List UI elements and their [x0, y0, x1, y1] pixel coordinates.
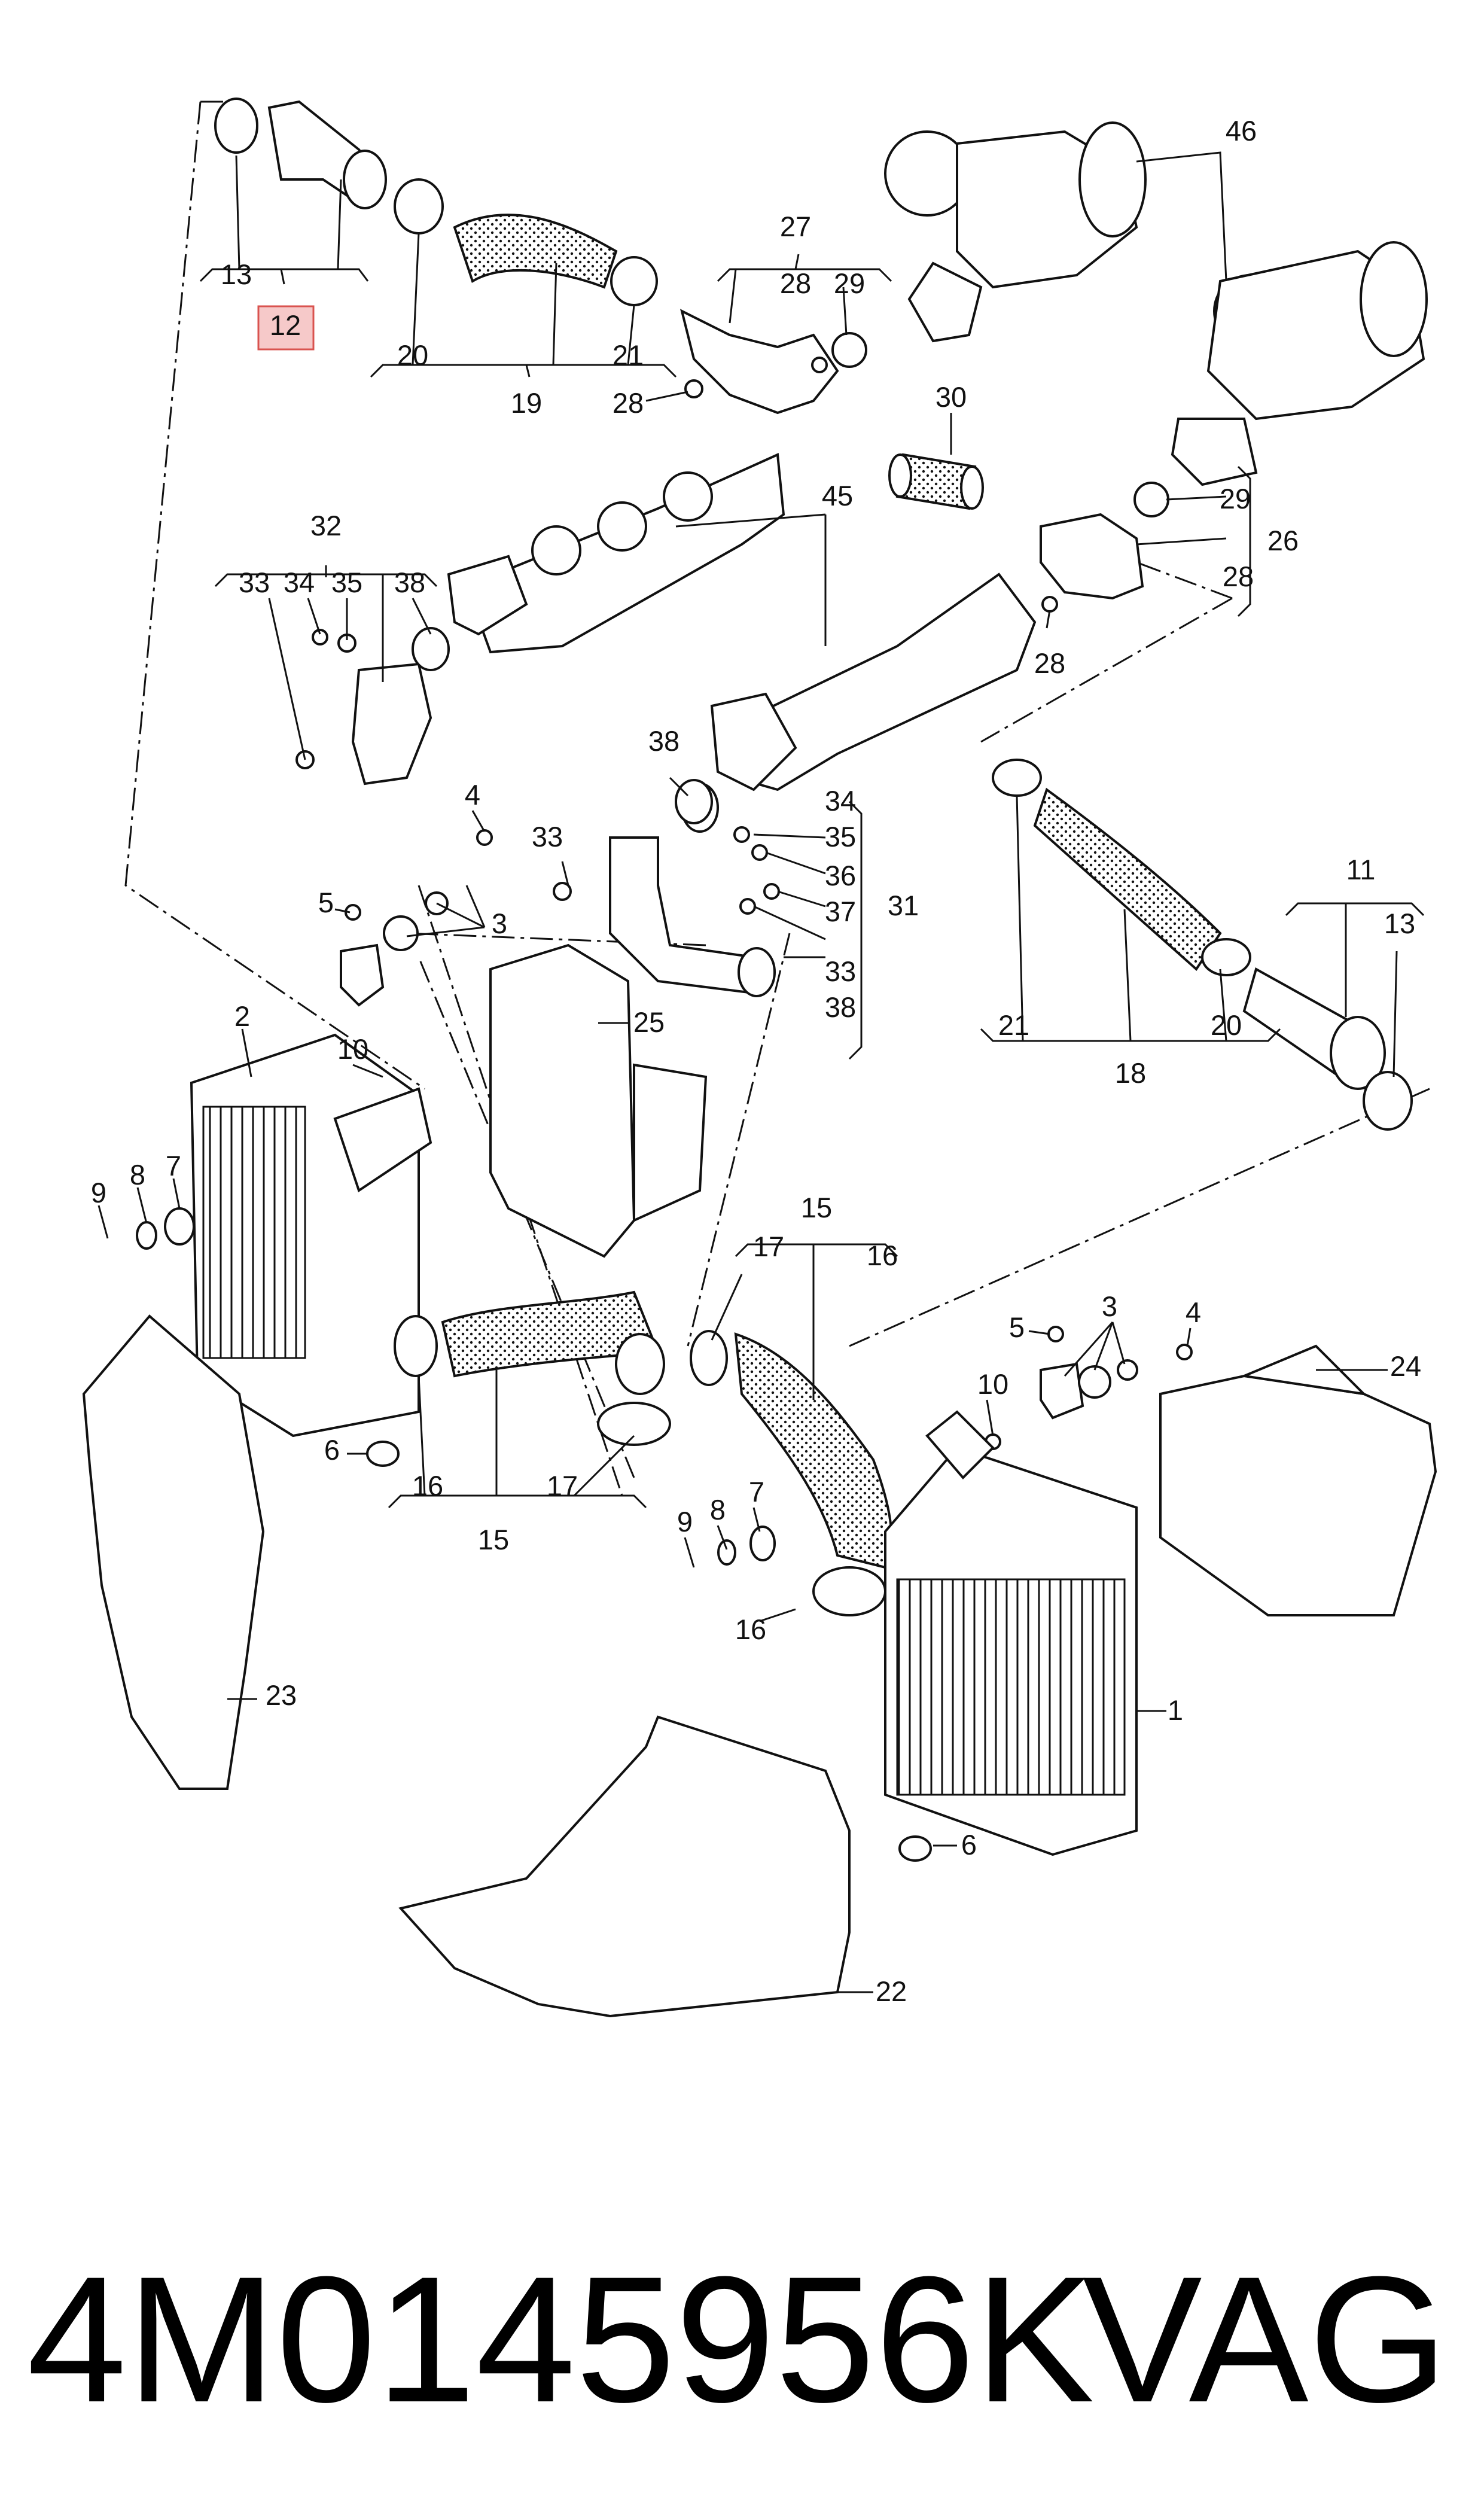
callout-27: 27 — [780, 211, 811, 242]
callout-28: 28 — [780, 267, 811, 299]
turbocharger-lower — [1171, 241, 1428, 486]
callout-24: 24 — [1390, 1350, 1421, 1382]
bracket-left — [340, 829, 493, 1007]
hose-30 — [888, 453, 984, 510]
side-shield-23 — [82, 1314, 265, 1790]
callout-21: 21 — [613, 339, 644, 371]
callout-12: 12 — [270, 309, 301, 341]
footer: 4M0145956K VAG — [0, 2225, 1484, 2453]
callout-28: 28 — [613, 387, 644, 419]
connector-26 — [1040, 482, 1169, 600]
callout-31: 31 — [888, 890, 919, 921]
callout-1: 1 — [1168, 1694, 1183, 1726]
callout-32: 32 — [310, 510, 342, 541]
charge-pipe-11 — [1242, 967, 1413, 1131]
callout-29: 29 — [834, 267, 865, 299]
callout-23: 23 — [266, 1679, 297, 1711]
callout-16: 16 — [867, 1240, 898, 1271]
exploded-parts-diagram: 4627282913122021192830292628283233343538… — [82, 98, 1437, 2018]
callout-30: 30 — [936, 381, 967, 413]
callout-33: 33 — [825, 955, 856, 987]
callout-5: 5 — [1009, 1311, 1025, 1343]
callout-38: 38 — [648, 725, 679, 757]
callout-10: 10 — [337, 1033, 368, 1065]
callout-17: 17 — [547, 1470, 578, 1502]
part-number: 4M0145956K — [27, 2239, 1095, 2440]
callout-8: 8 — [130, 1159, 145, 1191]
callout-34: 34 — [825, 785, 856, 817]
callout-38: 38 — [825, 991, 856, 1023]
callout-15: 15 — [478, 1524, 509, 1555]
callout-45: 45 — [822, 480, 853, 511]
elbow-32 — [295, 627, 450, 785]
hose-15-left — [394, 1290, 671, 1446]
callout-7: 7 — [166, 1150, 181, 1182]
intercooler-1 — [717, 1410, 1138, 1862]
brand-name: VAG — [1082, 2239, 1448, 2440]
callout-6: 6 — [961, 1829, 977, 1861]
callout-35: 35 — [331, 567, 362, 598]
callout-4: 4 — [1186, 1296, 1201, 1328]
callout-15: 15 — [801, 1192, 832, 1223]
hose-19 — [394, 178, 658, 306]
callout-9: 9 — [91, 1177, 106, 1208]
callout-16: 16 — [412, 1470, 443, 1502]
callout-2: 2 — [234, 1000, 250, 1032]
intake-manifold-lower — [710, 573, 1037, 791]
callout-46: 46 — [1226, 115, 1257, 147]
air-guide-22 — [398, 1715, 851, 2018]
callout-33: 33 — [532, 821, 563, 852]
callout-6: 6 — [324, 1434, 340, 1466]
callout-7: 7 — [749, 1476, 764, 1508]
callout-9: 9 — [677, 1506, 693, 1537]
callout-19: 19 — [511, 387, 542, 419]
callout-33: 33 — [239, 567, 270, 598]
connector-pipe-27 — [680, 309, 867, 415]
callout-18: 18 — [1115, 1057, 1146, 1089]
charge-pipe-12 — [214, 98, 387, 209]
callout-21: 21 — [998, 1009, 1029, 1041]
hose-15-right — [690, 1330, 893, 1616]
hose-18 — [992, 759, 1251, 976]
air-duct-25 — [489, 943, 708, 1258]
air-duct-24 — [1159, 1344, 1437, 1616]
callout-25: 25 — [633, 1006, 665, 1038]
callout-10: 10 — [977, 1368, 1008, 1400]
callout-22: 22 — [876, 1975, 907, 2007]
callout-35: 35 — [825, 821, 856, 852]
callout-36: 36 — [825, 860, 856, 891]
callout-13: 13 — [221, 258, 252, 290]
callout-17: 17 — [753, 1231, 784, 1262]
leader-lines — [97, 151, 1425, 1993]
turbocharger-upper — [884, 121, 1147, 343]
callout-34: 34 — [284, 567, 315, 598]
callout-28: 28 — [1223, 561, 1254, 592]
callout-20: 20 — [1211, 1009, 1242, 1041]
callout-4: 4 — [465, 779, 480, 811]
callout-8: 8 — [710, 1494, 726, 1526]
intake-manifold-upper — [447, 453, 785, 654]
callout-13: 13 — [1384, 908, 1415, 939]
callout-5: 5 — [318, 887, 334, 918]
callout-3: 3 — [492, 908, 507, 939]
callout-3: 3 — [1102, 1290, 1117, 1322]
highlighted-callout-box — [257, 305, 315, 351]
bracket-right — [985, 1326, 1193, 1450]
callout-28: 28 — [1034, 647, 1065, 679]
callout-16: 16 — [735, 1613, 766, 1645]
callout-26: 26 — [1267, 525, 1299, 556]
callout-11: 11 — [1346, 854, 1376, 885]
callout-37: 37 — [825, 896, 856, 927]
intercooler-2 — [136, 1033, 432, 1467]
callout-29: 29 — [1220, 483, 1251, 514]
callout-38: 38 — [394, 567, 425, 598]
callout-20: 20 — [397, 339, 428, 371]
